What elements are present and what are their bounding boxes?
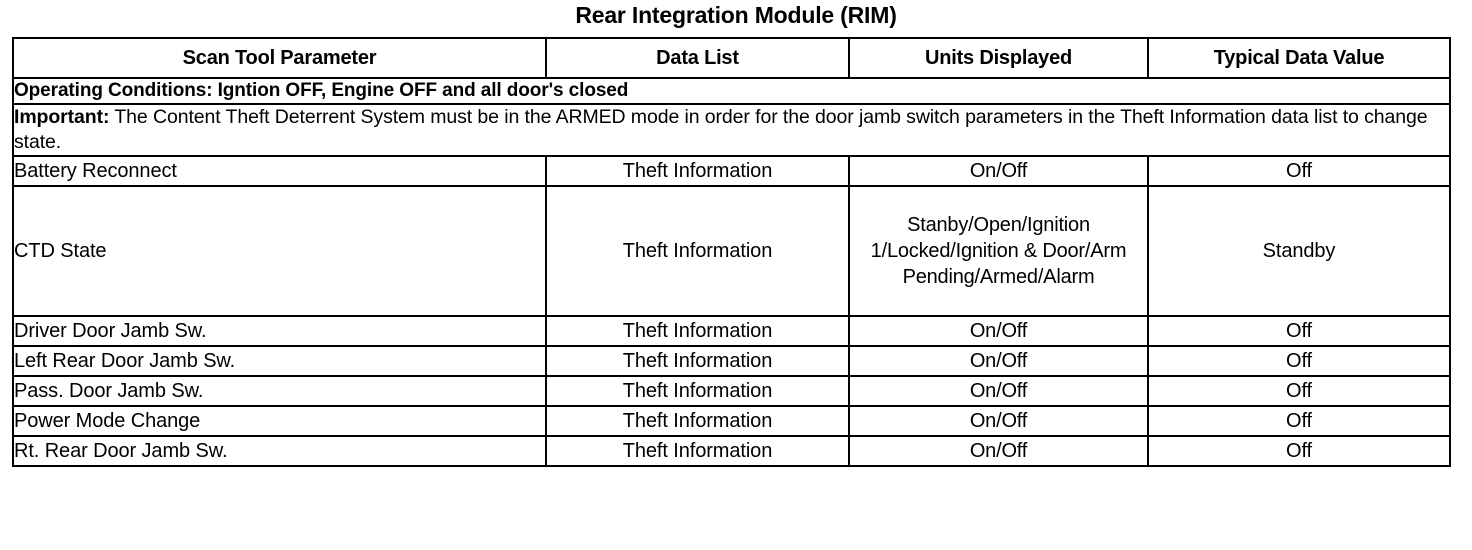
data-list-value: Theft Information bbox=[545, 405, 850, 437]
data-list-value: Theft Information bbox=[545, 435, 850, 467]
units-displayed-value: Stanby/Open/Ignition 1/Locked/Ignition &… bbox=[848, 185, 1149, 317]
table-row: Battery Reconnect Theft Information On/O… bbox=[12, 155, 1451, 187]
units-displayed-value: On/Off bbox=[848, 435, 1149, 467]
data-list-value: Theft Information bbox=[545, 345, 850, 377]
important-note: Important: The Content Theft Deterrent S… bbox=[12, 103, 1451, 157]
table-row: Rt. Rear Door Jamb Sw. Theft Information… bbox=[12, 435, 1451, 467]
units-displayed-value: On/Off bbox=[848, 405, 1149, 437]
operating-conditions-row: Operating Conditions: Igntion OFF, Engin… bbox=[12, 77, 1451, 105]
page-title: Rear Integration Module (RIM) bbox=[575, 2, 897, 28]
table-body: Operating Conditions: Igntion OFF, Engin… bbox=[12, 77, 1451, 467]
parameter-name: Driver Door Jamb Sw. bbox=[12, 315, 547, 347]
table-header-row: Scan Tool Parameter Data List Units Disp… bbox=[12, 37, 1451, 79]
typical-data-value: Off bbox=[1147, 405, 1451, 437]
units-displayed-value: On/Off bbox=[848, 155, 1149, 187]
scan-tool-parameter-table: Scan Tool Parameter Data List Units Disp… bbox=[12, 37, 1451, 467]
typical-data-value: Standby bbox=[1147, 185, 1451, 317]
column-header-data-list: Data List bbox=[545, 37, 850, 79]
units-displayed-value: On/Off bbox=[848, 375, 1149, 407]
parameter-name: Pass. Door Jamb Sw. bbox=[12, 375, 547, 407]
column-header-typical-data-value: Typical Data Value bbox=[1147, 37, 1451, 79]
parameter-table-container: Scan Tool Parameter Data List Units Disp… bbox=[12, 37, 1451, 467]
important-note-text: The Content Theft Deterrent System must … bbox=[14, 106, 1428, 153]
data-list-value: Theft Information bbox=[545, 155, 850, 187]
typical-data-value: Off bbox=[1147, 375, 1451, 407]
parameter-name: Left Rear Door Jamb Sw. bbox=[12, 345, 547, 377]
table-row: Power Mode Change Theft Information On/O… bbox=[12, 405, 1451, 437]
typical-data-value: Off bbox=[1147, 345, 1451, 377]
units-displayed-value: On/Off bbox=[848, 315, 1149, 347]
parameter-name: Power Mode Change bbox=[12, 405, 547, 437]
important-note-label: Important: bbox=[14, 106, 110, 128]
data-list-value: Theft Information bbox=[545, 375, 850, 407]
parameter-name: Battery Reconnect bbox=[12, 155, 547, 187]
data-list-value: Theft Information bbox=[545, 185, 850, 317]
units-displayed-value: On/Off bbox=[848, 345, 1149, 377]
important-note-row: Important: The Content Theft Deterrent S… bbox=[12, 103, 1451, 157]
typical-data-value: Off bbox=[1147, 315, 1451, 347]
table-header: Scan Tool Parameter Data List Units Disp… bbox=[12, 37, 1451, 79]
column-header-scan-tool-parameter: Scan Tool Parameter bbox=[12, 37, 547, 79]
typical-data-value: Off bbox=[1147, 435, 1451, 467]
table-row: Left Rear Door Jamb Sw. Theft Informatio… bbox=[12, 345, 1451, 377]
data-list-value: Theft Information bbox=[545, 315, 850, 347]
typical-data-value: Off bbox=[1147, 155, 1451, 187]
table-row: CTD State Theft Information Stanby/Open/… bbox=[12, 185, 1451, 317]
column-header-units-displayed: Units Displayed bbox=[848, 37, 1149, 79]
table-row: Pass. Door Jamb Sw. Theft Information On… bbox=[12, 375, 1451, 407]
operating-conditions-text: Operating Conditions: Igntion OFF, Engin… bbox=[12, 77, 1451, 105]
parameter-name: Rt. Rear Door Jamb Sw. bbox=[12, 435, 547, 467]
table-row: Driver Door Jamb Sw. Theft Information O… bbox=[12, 315, 1451, 347]
parameter-name: CTD State bbox=[12, 185, 547, 317]
